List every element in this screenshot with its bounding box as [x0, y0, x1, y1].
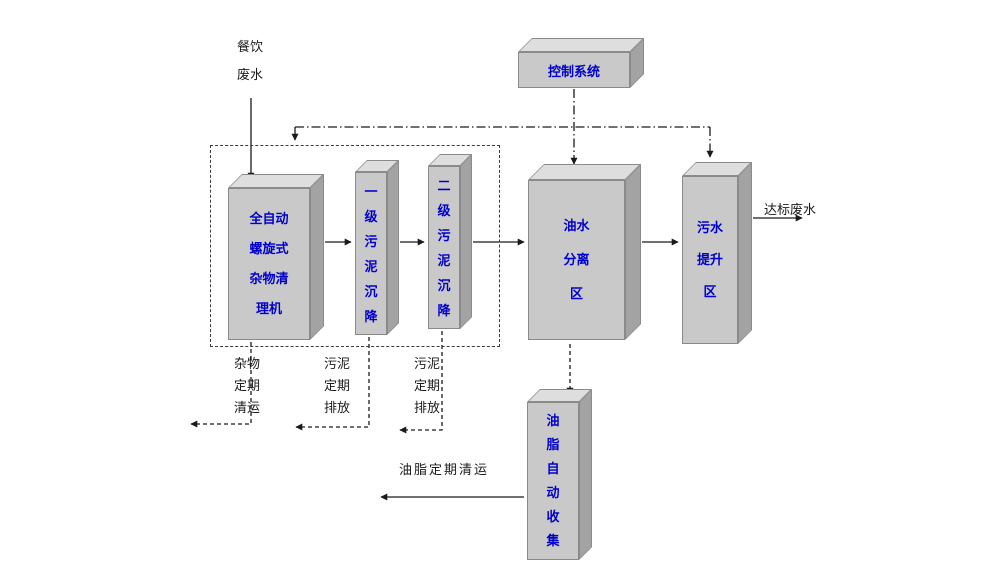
box-grease-auto-collection: 油 脂 自 动 收 集 — [527, 389, 592, 560]
box-oil-water-separation: 油水 分离 区 — [528, 164, 641, 340]
dashed-arrow-debris-removal — [190, 342, 252, 428]
box-control-system: 控制系统 — [518, 38, 644, 88]
effluent-label: 达标废水 — [764, 202, 817, 217]
screw-cleaner-label: 全自动 螺旋式 杂物清 理机 — [249, 211, 289, 316]
pretreatment-group-frame — [210, 145, 500, 347]
box-top-face — [518, 38, 644, 52]
box-side-face — [310, 174, 324, 340]
secondary-sludge-settling-label: 二 级 污 泥 沉 降 — [437, 177, 451, 318]
box-front-face: 全自动 螺旋式 杂物清 理机 — [228, 188, 310, 340]
box-top-face — [228, 174, 324, 188]
box-front-face: 二 级 污 泥 沉 降 — [428, 166, 460, 329]
box-front-face: 一 级 污 泥 沉 降 — [355, 172, 387, 335]
sludge-discharge-label-2: 污泥 定期 排放 — [413, 356, 440, 415]
box-side-face — [460, 154, 472, 329]
box-front-face: 油 脂 自 动 收 集 — [527, 402, 579, 560]
box-front-face: 污水 提升 区 — [682, 176, 738, 344]
box-front-face: 油水 分离 区 — [528, 180, 625, 340]
box-side-face — [387, 160, 399, 335]
grease-removal-label: 油脂定期清运 — [399, 462, 490, 477]
oil-water-separation-label: 油水 分离 区 — [563, 218, 590, 301]
box-side-face — [625, 164, 641, 340]
box-front-face: 控制系统 — [518, 52, 630, 88]
sewage-lift-label: 污水 提升 区 — [696, 220, 723, 299]
control-system-label: 控制系统 — [547, 63, 600, 79]
box-sewage-lift: 污水 提升 区 — [682, 162, 752, 344]
grease-auto-collection-label: 油 脂 自 动 收 集 — [546, 413, 560, 548]
box-side-face — [738, 162, 752, 344]
box-screw-cleaner: 全自动 螺旋式 杂物清 理机 — [228, 174, 324, 340]
dashed-arrow-sludge-discharge-2 — [399, 331, 443, 434]
debris-removal-label: 杂物 定期 清运 — [233, 356, 260, 415]
primary-sludge-settling-label: 一 级 污 泥 沉 降 — [364, 183, 378, 324]
box-primary-sludge-settling: 一 级 污 泥 沉 降 — [355, 160, 399, 335]
box-top-face — [528, 164, 641, 180]
box-side-face — [579, 389, 592, 560]
dashed-arrow-sludge-discharge-1 — [295, 337, 370, 431]
sludge-discharge-label-1: 污泥 定期 排放 — [323, 356, 350, 415]
box-secondary-sludge-settling: 二 级 污 泥 沉 降 — [428, 154, 472, 329]
influent-label: 餐饮 废水 — [237, 39, 264, 82]
